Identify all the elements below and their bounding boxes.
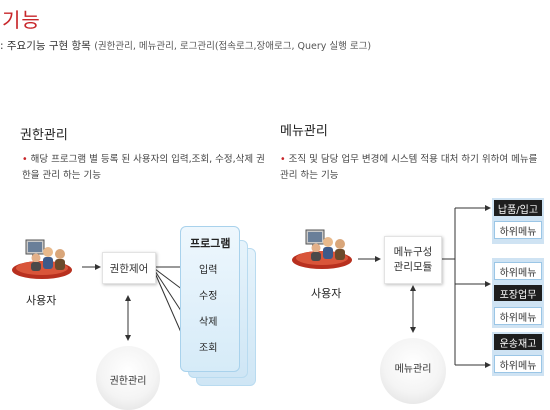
subtitle-detail: (권한관리, 메뉴관리, 로그관리(접속로그,장애로그, Query 실행 로그… (94, 41, 372, 52)
users-computer-icon (290, 226, 354, 270)
submenu-item: 하위메뉴 (494, 221, 542, 239)
left-description-text: 해당 프로그램 별 등록 된 사용자의 입력,조회, 수정,삭제 권한을 관리 … (22, 154, 265, 181)
menu-group-header: 운송재고 (494, 334, 542, 350)
page-subtitle: : 주요기능 구현 항목 (권한관리, 메뉴관리, 로그관리(접속로그,장애로그… (0, 38, 371, 53)
left-section-description: • 해당 프로그램 별 등록 된 사용자의 입력,조회, 수정,삭제 권한을 관… (22, 152, 267, 184)
right-user-label: 사용자 (311, 287, 342, 300)
right-section-title: 메뉴관리 (280, 124, 328, 139)
program-item-delete: 삭제 (199, 317, 218, 328)
users-computer-icon-graphic (12, 239, 72, 279)
left-user-label: 사용자 (26, 294, 57, 307)
connector-arrows (82, 205, 491, 368)
right-section-description: • 조직 및 담당 업무 변경에 시스템 적용 대처 하기 위하여 메뉴를 관리… (280, 152, 542, 184)
left-section-title: 권한관리 (20, 128, 68, 143)
bullet-dot: • (280, 154, 286, 165)
page-title: 기능 (2, 8, 41, 32)
users-computer-icon (10, 236, 74, 280)
program-title: 프로그램 (190, 237, 231, 250)
menu-config-module-box: 메뉴구성 관리모듈 (384, 236, 442, 284)
program-item-view: 조회 (199, 343, 218, 354)
submenu-item: 하위메뉴 (494, 262, 542, 280)
submenu-item: 하위메뉴 (494, 307, 542, 325)
bullet-dot: • (22, 154, 28, 165)
menu-group-header: 포장업무 (494, 285, 542, 301)
right-description-text: 조직 및 담당 업무 변경에 시스템 적용 대처 하기 위하여 메뉴를 관리 하… (280, 154, 538, 181)
program-card (180, 226, 240, 372)
submenu-item: 하위메뉴 (494, 355, 542, 373)
program-item-input: 입력 (199, 265, 218, 276)
program-item-modify: 수정 (199, 291, 218, 302)
permission-control-box: 권한제어 (102, 252, 156, 284)
menu-group-header: 납품/입고 (494, 200, 542, 216)
menu-management-circle: 메뉴관리 (380, 338, 446, 404)
subtitle-main: : 주요기능 구현 항목 (0, 40, 91, 52)
permission-management-circle: 권한관리 (96, 346, 160, 410)
users-computer-icon-graphic (292, 229, 352, 269)
